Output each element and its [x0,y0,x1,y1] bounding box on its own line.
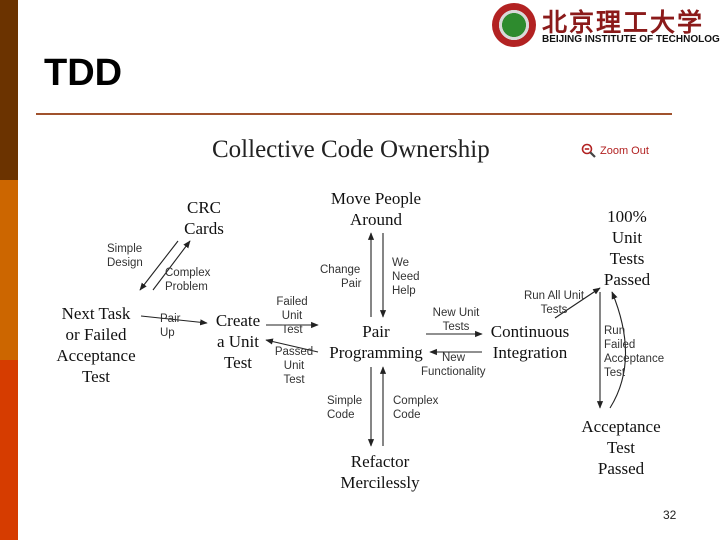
diagram-title: Collective Code Ownership [212,136,490,163]
arrow-continuous-to-unit-tests [554,287,601,319]
magnifier-zoom-out-icon [581,143,596,158]
university-logo: 北京理工大学 BEIJING INSTITUTE OF TECHNOLOGY [492,3,720,49]
accent-strip-middle [0,180,18,360]
slide-title: TDD [44,52,123,94]
title-divider [36,113,672,115]
zoom-out-label: Zoom Out [600,145,649,157]
page-number: 32 [663,508,677,522]
university-emblem-icon [492,3,536,47]
arrow-next-task-to-crc [152,240,191,291]
zoom-out-link[interactable]: Zoom Out [581,143,649,159]
accent-strip-top [0,0,18,180]
arrow-curve-acceptance-to-unit-tests [609,291,627,409]
arrow-next-task-to-create-test [140,315,208,326]
accent-strip-bottom [0,360,18,540]
arrow-pair-to-create-test [265,338,319,353]
arrow-crc-to-next-task [139,240,179,291]
logo-chinese-name: 北京理工大学 [542,8,705,37]
logo-english-name: BEIJING INSTITUTE OF TECHNOLOGY [542,34,720,45]
